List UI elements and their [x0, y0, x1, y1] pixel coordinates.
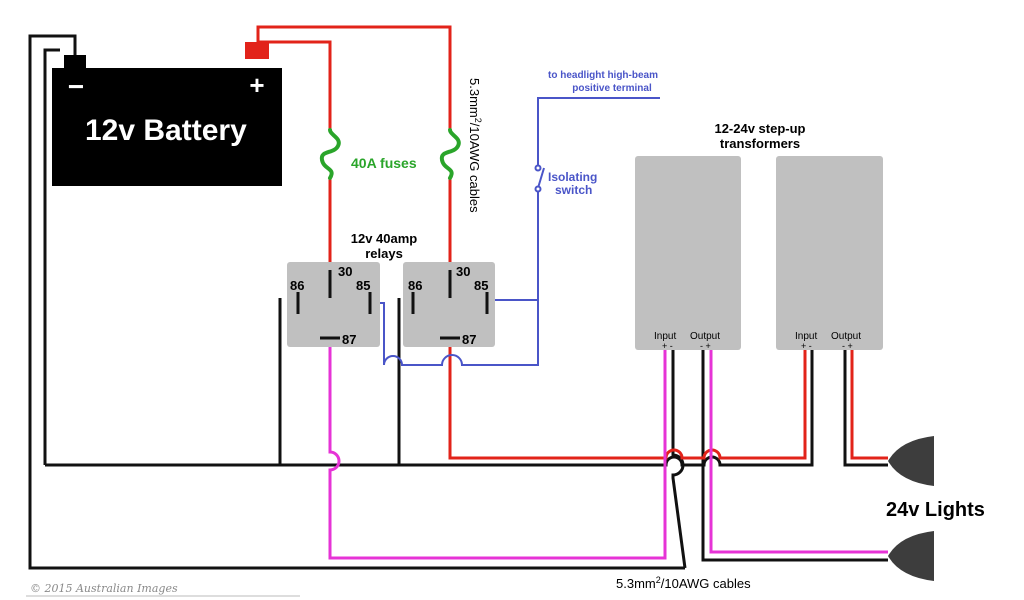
magenta-wires — [328, 342, 888, 560]
relay-2-pin-85: 85 — [474, 278, 488, 293]
transformer-1-input-polarity: + - — [662, 341, 673, 351]
relay-2-pin-86: 86 — [408, 278, 422, 293]
headlight-label-line2: positive terminal — [572, 83, 652, 94]
red-wires — [256, 25, 888, 460]
relay-1-pin-86: 86 — [290, 278, 304, 293]
lamp1-pos-wire — [850, 350, 888, 460]
lamp2-neg-wire — [701, 350, 888, 562]
transformer-1: Input Output + - - + — [635, 156, 741, 351]
relay-1: 30 86 85 87 — [287, 262, 380, 347]
lights-label: 24v Lights — [886, 499, 985, 521]
lamp-1-shape — [888, 436, 934, 486]
cable-label-bottom: 5.3mm2/10AWG cables — [616, 575, 751, 591]
fuses-label: 40A fuses — [351, 155, 417, 171]
transformers-title-line2: transformers — [720, 136, 800, 151]
switch-to-relay2-85 — [492, 190, 539, 301]
relay-85-link — [374, 300, 539, 366]
battery-pos-terminal — [245, 42, 269, 59]
isolating-switch — [534, 164, 545, 193]
fuse-1 — [319, 128, 341, 180]
relay-1-pin-30: 30 — [338, 264, 352, 279]
transformer-2: Input Output + - - + — [776, 156, 883, 351]
headlight-label-line1: to headlight high-beam — [548, 70, 658, 81]
transformer-2-output-label: Output — [831, 331, 861, 342]
transformer-2-input-polarity: + - — [801, 341, 812, 351]
relays-title-line1: 12v 40amp — [351, 231, 418, 246]
battery: − + 12v Battery — [52, 42, 282, 186]
transformer-2-output-polarity: - + — [842, 341, 853, 351]
battery-neg-sign: − — [68, 71, 84, 102]
transformers-title-line1: 12-24v step-up — [714, 121, 805, 136]
relay-1-body — [287, 262, 380, 347]
relay2-87-to-transformer2 — [448, 345, 807, 460]
headlight-feed-wire — [537, 97, 660, 165]
transformer-1-body — [635, 156, 741, 350]
transformer-1-output-label: Output — [690, 331, 720, 342]
lamp-2 — [888, 531, 934, 581]
ground-bus-horizontal — [45, 350, 814, 467]
fuse-2 — [439, 128, 461, 180]
relay-2-pin-87: 87 — [462, 332, 476, 347]
relay-2: 30 86 85 87 — [403, 262, 495, 347]
switch-label-line1: Isolating — [548, 170, 597, 184]
battery-positive-feed — [256, 25, 452, 130]
transformer1-output-to-lamp2 — [709, 350, 888, 554]
cable-label-vertical: 5.3mm2/10AWG cables — [467, 78, 483, 213]
battery-neg-terminal — [64, 55, 86, 69]
relay1-87-to-transformer1 — [328, 342, 667, 560]
fuse-symbols — [319, 128, 461, 180]
relay-2-body — [403, 262, 495, 347]
lamp-2-shape — [888, 531, 934, 581]
transformer1-input-neg — [671, 350, 687, 569]
relays-title-line2: relays — [365, 246, 403, 261]
blue-wires — [374, 97, 660, 366]
ground-bus-wire — [43, 48, 60, 465]
black-wires — [28, 34, 888, 570]
relay-1-pin-85: 85 — [356, 278, 370, 293]
switch-label-line2: switch — [555, 183, 592, 197]
outer-ground-wire — [28, 34, 685, 570]
relay-1-pin-87: 87 — [342, 332, 356, 347]
transformer-1-input-label: Input — [654, 331, 676, 342]
battery-pos-sign: + — [249, 70, 264, 100]
battery-label: 12v Battery — [85, 114, 247, 147]
transformer-1-output-polarity: - + — [700, 341, 711, 351]
battery-body — [52, 68, 282, 186]
copyright-text: © 2015 Australian Images — [30, 582, 178, 595]
transformer-2-body — [776, 156, 883, 350]
lamp1-neg-wire — [843, 350, 888, 467]
lamp-1 — [888, 436, 934, 486]
relay1-30-feed — [258, 40, 332, 130]
transformer-2-input-label: Input — [795, 331, 817, 342]
relay-2-pin-30: 30 — [456, 264, 470, 279]
